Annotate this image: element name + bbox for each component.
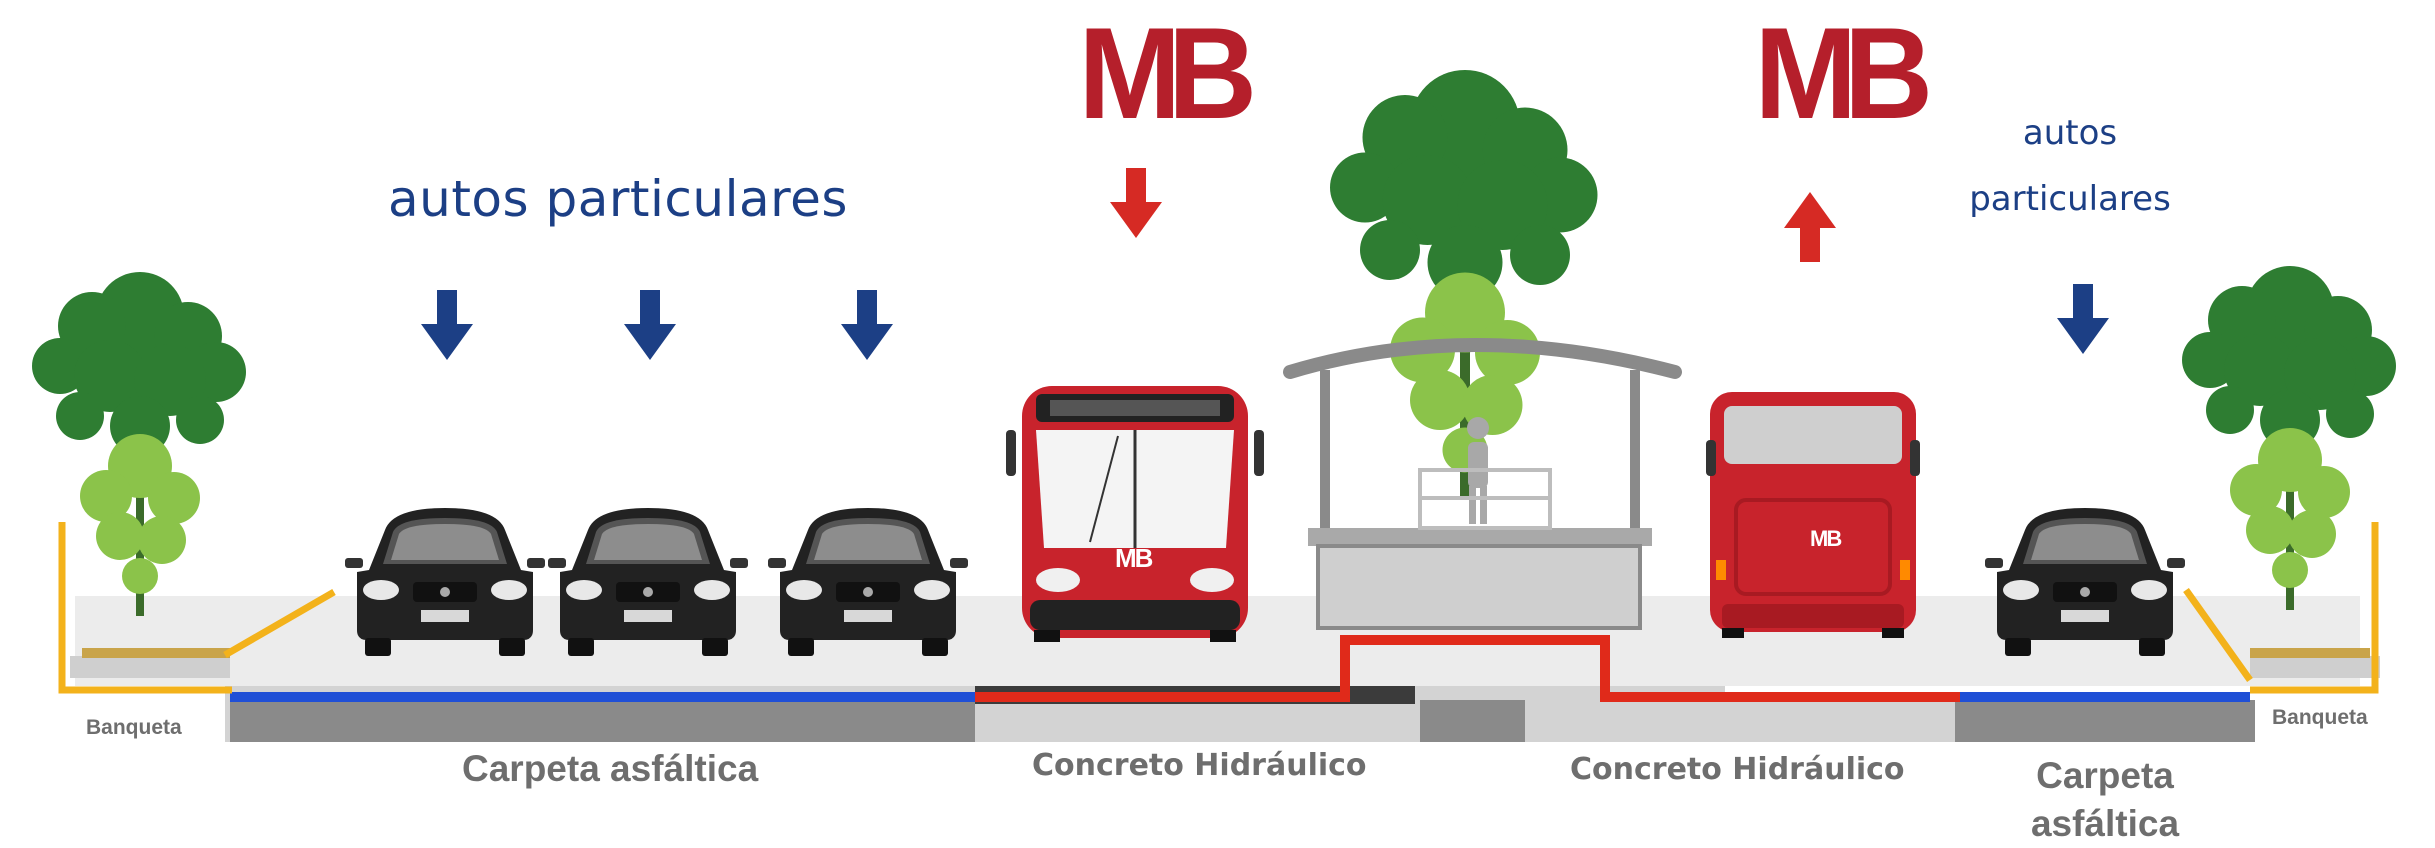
arrow-down-icon [2057,284,2109,354]
concreto-hidraulico-right-label: Concreto Hidráulico [1570,752,1905,787]
car-4-icon [1985,508,2185,656]
car-1-icon [345,508,545,656]
asphalt-line-right [1960,692,2250,702]
car-3-icon [768,508,968,656]
metrobus-logo-right: MB [1754,0,1933,146]
autos-right-line1: autos [2022,113,2118,153]
tree-right-icon [2182,266,2396,610]
arrow-up-icon [1784,192,1836,262]
concrete-line [975,635,1960,702]
arrow-down-icon [841,290,893,360]
bus-station [1283,338,1682,630]
arrow-down-icon [1110,168,1162,238]
asphalt-line-left [230,692,975,702]
tree-center-icon [1330,70,1598,500]
arrow-down-icon [624,290,676,360]
bus-front-logo: MB [1115,543,1153,573]
carpeta-right-line1: Carpeta [2036,755,2174,796]
carpeta-asfaltica-left-label: Carpeta asfáltica [462,748,759,789]
autos-right-line2: particulares [1969,179,2171,219]
concreto-hidraulico-left-label: Concreto Hidráulico [1032,748,1367,783]
arrow-down-icon [421,290,473,360]
banqueta-left-label: Banqueta [86,716,182,739]
carpeta-right-line2: asfáltica [2030,803,2180,844]
metrobus-logo-left: MB [1078,0,1257,146]
metrobus-back-icon [1706,392,1920,638]
bus-back-logo: MB [1810,526,1842,551]
banqueta-right-label: Banqueta [2272,706,2368,729]
curb-left [58,522,336,694]
autos-particulares-right-label: autos particulares [1950,100,2190,232]
car-2-icon [548,508,748,656]
autos-particulares-left-label: autos particulares [388,170,848,228]
person-icon [1467,417,1489,524]
curb-right [2183,522,2380,694]
carpeta-asfaltica-right-label: Carpeta asfáltica [2020,752,2190,848]
metrobus-front-icon [1006,386,1264,642]
